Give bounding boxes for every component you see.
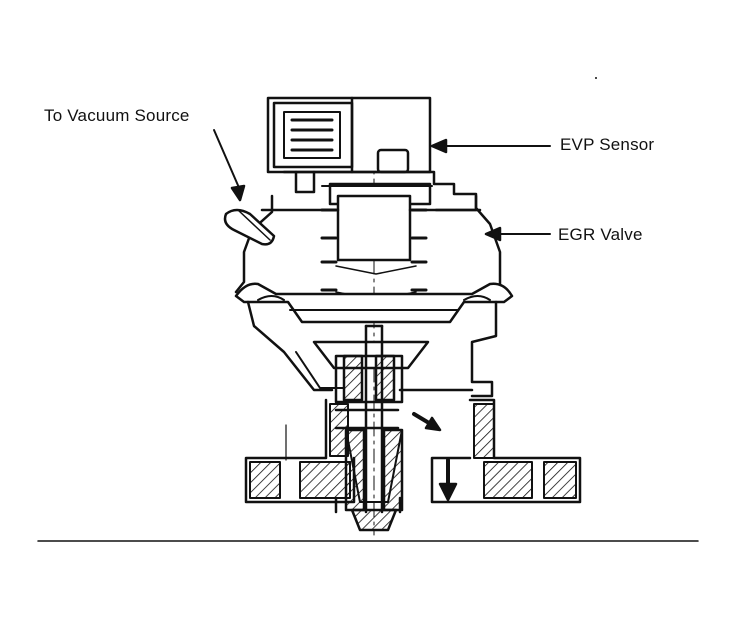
evp-sensor <box>266 96 432 174</box>
stem-block <box>336 194 412 262</box>
leader-egr <box>484 226 551 242</box>
vacuum-fitting <box>223 208 276 246</box>
spring-left <box>320 208 338 314</box>
flow-arrow-diagonal <box>412 412 442 432</box>
label-egr-valve: EGR Valve <box>558 225 643 244</box>
valve-stem <box>364 324 384 514</box>
label-evp-sensor: EVP Sensor <box>560 135 655 154</box>
leader-evp <box>430 138 551 154</box>
label-to-vacuum-source: To Vacuum Source <box>44 106 190 125</box>
diaphragm <box>234 282 514 324</box>
flow-arrow-down <box>438 458 458 502</box>
leader-vacuum <box>213 129 246 202</box>
spring-right <box>410 208 428 314</box>
lower-housing <box>244 398 582 514</box>
valve-seat <box>344 428 404 532</box>
stem-guide <box>334 354 404 404</box>
